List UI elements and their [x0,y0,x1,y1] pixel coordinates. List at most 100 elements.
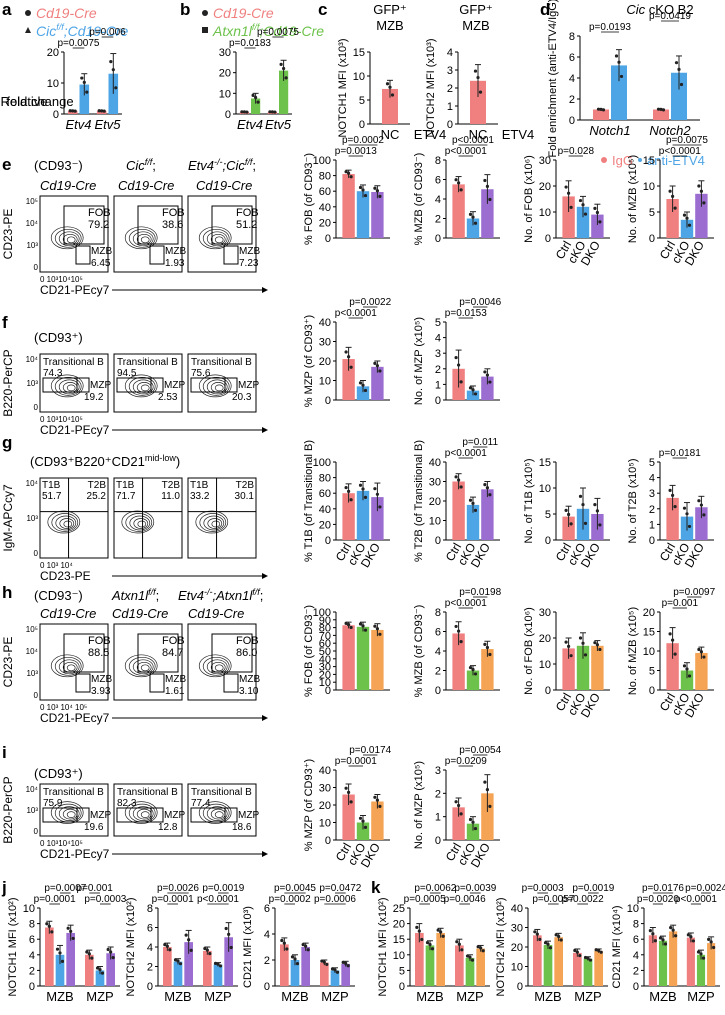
header-e-col2-line1-part: f/f [145,157,154,167]
p-value-j1: p=0.0007 [44,883,86,894]
contour-g [47,510,81,534]
flow-x-ticks-g: 0 10³ 10⁴ [40,561,73,570]
x-tick-label-b: Etv4 [237,117,263,132]
header-e-col1: Cd19-Cre [40,178,96,193]
data-point-f2 [485,373,489,377]
data-point-e3 [569,205,573,209]
p-value-h4: p=0.0097 [673,587,715,598]
contour-g [207,518,223,529]
y-tick-label-e4: 10 [643,181,655,193]
y-tick-label-c2: 4 [447,47,453,59]
data-point-k2 [546,942,550,946]
data-point-f2 [471,388,475,392]
bar-j1 [45,927,54,986]
data-point-g2 [468,498,473,502]
data-point-e1 [349,175,353,179]
y-tick-label-g3: 15 [539,457,551,469]
data-point-j1 [66,926,70,930]
contour-g [63,520,73,528]
flow-y-tick-h: 0 [34,691,39,700]
data-point-j1 [60,959,65,963]
header-h-col3-line1-part: Etv4 [178,588,204,603]
contour-g [203,515,225,531]
data-point-d [656,107,661,111]
mzb-gate-value-e: 6.45 [91,258,111,269]
x-tick-label-j3: MZB [281,989,308,1004]
p-value-k1: p=0.0062 [414,883,456,894]
data-point-i2 [488,804,492,809]
data-point-a [109,60,113,64]
y-tick-label-j2: 4 [147,942,153,954]
data-point-j3 [344,961,348,965]
y-tick-label-h2: 4 [435,646,441,658]
data-point-j3 [346,964,350,968]
y-label-g3: No. of T1B (x10⁵) [523,458,535,543]
data-point-g1 [375,492,379,496]
data-point-e1 [347,171,351,175]
contour-h [128,656,156,676]
p-value-b: p=0.0075 [257,27,299,38]
data-point-g2 [454,475,458,479]
data-point-e4 [671,194,675,198]
data-point-f1 [375,364,379,368]
y-tick-label-h2: 0 [435,685,441,697]
bar-j1 [95,970,105,986]
data-point-i2 [485,788,489,792]
data-point-g3 [593,503,597,507]
legend-d-label-1: IgG [612,153,633,168]
p-value-a: p=0.006 [89,27,126,38]
mzb-gate-label-h: MZB [91,674,112,685]
data-point-e2 [454,178,458,182]
y-tick-label-b: 30 [219,47,231,59]
bar-k1 [476,948,485,986]
data-point-g1 [349,498,353,502]
data-point-k1 [417,929,421,933]
flow-x-arrowhead-g [262,573,268,579]
header-e-col2-line2: Cd19-Cre [118,178,174,193]
data-point-e3 [593,206,597,210]
data-point-g2 [457,478,461,482]
p-value-f1: p<0.0001 [335,308,377,319]
data-point-h4 [671,638,675,642]
data-point-i2 [457,803,461,808]
y-tick-label-j2: 0 [147,981,153,993]
y-tick-label-f1: 10 [319,376,331,388]
y-tick-label-h4: 15 [643,627,655,639]
bar-k1 [455,945,464,986]
header-h-col3-line1-part: ;Atxn1l [213,588,254,603]
data-point-j3 [295,962,300,966]
data-point-d [596,107,601,111]
data-point-h1 [361,624,365,628]
contour-e [66,236,76,244]
data-point-g1 [358,483,363,487]
panel-letter-a: a [2,0,12,19]
bar-e2 [452,184,465,238]
panel-letter-k: k [371,878,381,897]
data-point-k1 [476,945,480,949]
contour-g [55,515,77,531]
y-tick-label-k3: 0 [633,981,639,993]
y-label-h4: No. of MZB (x10⁵) [627,607,639,695]
bar-k3 [669,931,678,986]
y-tick-label-k2: 10 [511,962,523,974]
y-tick-label-k1: 15 [393,934,405,946]
contour-i [66,811,76,818]
data-point-b [268,110,272,114]
header-h-col3-line2: Cd19-Cre [188,606,244,621]
data-point-e2 [468,212,473,217]
panel-letter-b: b [180,0,190,19]
flow-plot-frame-g [39,477,109,559]
bar-h3 [562,648,575,690]
y-tick-label-f2: 4 [435,333,441,345]
mzp-gate-label-i: MZP [90,810,111,821]
data-point-h1 [378,632,382,636]
data-point-b [245,110,249,114]
p-value-i1: p=0.0001 [335,756,377,767]
mzb-gate-value-h: 3.93 [91,686,111,697]
header-e-col2-line1: Cicf/f; [126,157,156,173]
y-tick-label-d: 4 [569,73,575,85]
